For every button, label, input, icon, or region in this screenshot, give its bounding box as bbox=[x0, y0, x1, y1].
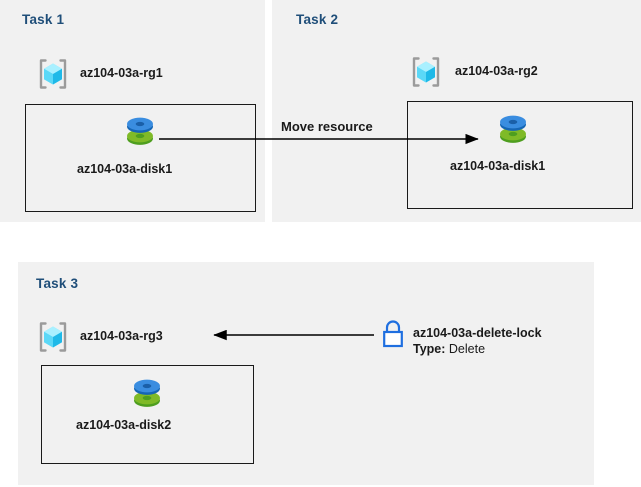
lock-type-row: Type: Delete bbox=[413, 342, 485, 356]
resource-group-box-rg1 bbox=[25, 104, 256, 212]
task-3-title: Task 3 bbox=[36, 276, 79, 291]
resource-group-label-rg1: az104-03a-rg1 bbox=[80, 66, 163, 80]
disk-label-task-1: az104-03a-disk1 bbox=[77, 162, 173, 176]
resource-group-label-rg2: az104-03a-rg2 bbox=[455, 64, 538, 78]
lock-type-value: Delete bbox=[448, 342, 486, 356]
disk-label-task-3: az104-03a-disk2 bbox=[76, 418, 172, 432]
resource-group-icon bbox=[39, 322, 67, 352]
panel-task-1 bbox=[0, 0, 265, 222]
resource-group-label-rg3: az104-03a-rg3 bbox=[80, 329, 163, 343]
lock-name-label: az104-03a-delete-lock bbox=[413, 326, 542, 340]
resource-group-box-rg3 bbox=[41, 365, 254, 464]
task-1-title: Task 1 bbox=[22, 12, 65, 27]
move-resource-label: Move resource bbox=[281, 119, 373, 134]
managed-disk-icon bbox=[134, 379, 160, 407]
task-2-title: Task 2 bbox=[296, 12, 339, 27]
managed-disk-icon bbox=[500, 115, 526, 143]
managed-disk-icon bbox=[127, 117, 153, 145]
resource-group-icon bbox=[39, 59, 67, 89]
panel-task-3 bbox=[18, 262, 594, 485]
disk-label-task-2: az104-03a-disk1 bbox=[450, 159, 546, 173]
lock-icon bbox=[383, 320, 403, 348]
lock-type-key: Type: bbox=[413, 342, 446, 356]
resource-group-box-rg2 bbox=[407, 101, 633, 209]
resource-group-icon bbox=[412, 57, 440, 87]
panel-task-2 bbox=[272, 0, 641, 222]
